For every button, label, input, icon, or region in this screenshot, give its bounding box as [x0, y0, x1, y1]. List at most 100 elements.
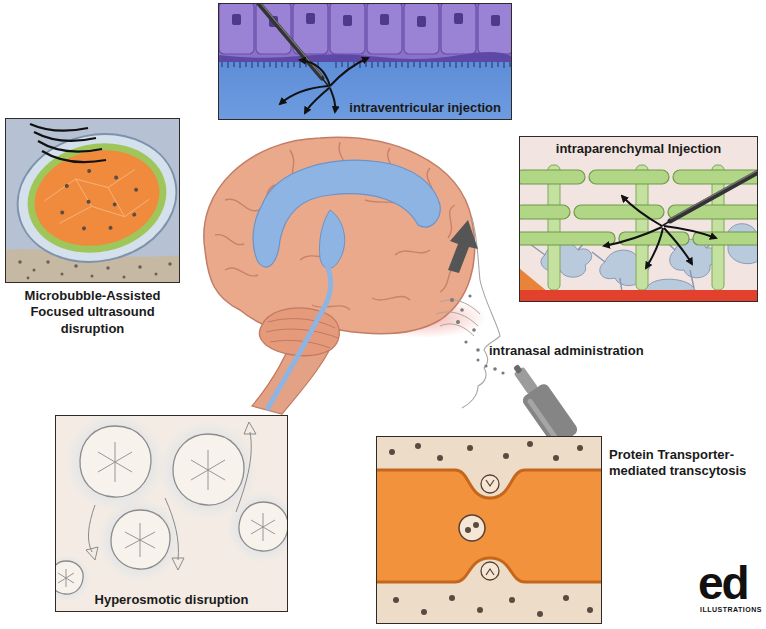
brain-illustration — [476, 348, 480, 352]
parenchyma-art — [519, 290, 758, 302]
brain-illustration — [513, 364, 523, 374]
parenchyma-art — [589, 170, 669, 184]
transcytosis-art — [415, 443, 421, 449]
ultrasound-art — [123, 276, 126, 279]
transcytosis-art — [527, 441, 533, 447]
ultrasound-art — [57, 194, 152, 230]
ultrasound-art — [106, 266, 109, 269]
brain-illustration — [450, 294, 505, 374]
brain-illustration — [477, 359, 480, 362]
hyperosmotic-art — [98, 442, 132, 482]
parenchyma-art — [646, 228, 663, 268]
ultrasound-art — [41, 167, 137, 201]
ventricle-wall-art — [330, 58, 368, 86]
ventricle-wall-art — [218, 3, 512, 120]
parenchyma-art — [604, 227, 662, 246]
ultrasound-art — [91, 275, 94, 278]
parenchyma-art — [574, 205, 664, 219]
brain-illustration — [472, 328, 476, 332]
ultrasound-art — [82, 226, 87, 231]
transcytosis-art — [481, 562, 499, 580]
ultrasound-art — [18, 260, 22, 264]
ventricle-wall-art — [441, 3, 476, 54]
hyperosmotic-art — [80, 426, 151, 497]
parenchyma-art — [604, 196, 716, 268]
transcytosis-art — [477, 607, 483, 613]
parenchyma-art — [519, 136, 758, 302]
brain-illustration — [456, 320, 460, 324]
illustration-panel: intraventricular injection — [218, 3, 512, 120]
transcytosis-art — [376, 470, 602, 582]
brain-illustration — [395, 250, 430, 255]
brain-illustration — [204, 137, 475, 336]
hyperosmotic-art — [125, 523, 155, 557]
brain-illustration — [312, 305, 350, 310]
illustration-panel: intraparenchymal Injection — [519, 136, 758, 302]
transcytosis-art — [437, 455, 443, 461]
ultrasound-art — [33, 269, 36, 272]
transcytosis-art — [587, 607, 593, 613]
ultrasound-art — [108, 225, 113, 230]
parenchyma-art — [670, 168, 758, 219]
brain-illustration — [319, 210, 344, 268]
transcytosis-art — [537, 611, 543, 617]
hyperosmotic-art — [58, 442, 275, 587]
ultrasound-art — [27, 277, 30, 280]
brain-illustration — [436, 300, 480, 336]
parenchyma-art — [519, 170, 758, 245]
ultrasound-art — [30, 124, 88, 131]
ultrasound-art — [34, 132, 96, 141]
transcytosis-art — [376, 436, 602, 624]
ultrasound-art — [134, 187, 139, 192]
route-label: intranasal administration — [489, 344, 644, 357]
transcytosis-art — [503, 453, 509, 459]
ventricle-wall-art — [306, 13, 315, 24]
ventricle-wall-art — [219, 3, 254, 54]
transcytosis-art — [486, 569, 494, 575]
hyperosmotic-art — [251, 513, 275, 541]
brain-illustration — [268, 319, 335, 328]
parenchyma-art — [519, 170, 585, 184]
ventricle-wall-art — [478, 3, 512, 54]
transcytosis-art — [389, 441, 593, 617]
ultrasound-art — [87, 169, 92, 174]
transcytosis-art — [421, 609, 427, 615]
hyperosmotic-art — [55, 426, 288, 594]
ultrasound-art — [30, 124, 106, 162]
logo-text: ILLUSTRATIONS — [700, 606, 762, 613]
ultrasound-art — [61, 273, 64, 276]
transcytosis-art — [449, 595, 455, 601]
hyperosmotic-art — [55, 415, 288, 612]
brain-illustration — [468, 294, 471, 297]
illustration-panel: Protein Transporter-mediated transcytosi… — [376, 436, 602, 624]
hyperosmotic-art — [244, 422, 256, 434]
hyperosmotic-art — [86, 547, 98, 560]
ultrasound-art — [168, 262, 171, 265]
parenchyma-art — [664, 226, 716, 238]
hyperosmotic-art — [58, 569, 74, 587]
hyperosmotic-art — [98, 498, 182, 582]
ventricle-wall-art — [454, 13, 463, 24]
ventricle-wall-art — [256, 3, 291, 54]
ventricle-wall-art — [380, 14, 389, 25]
brain-illustration — [215, 235, 244, 245]
hyperosmotic-art — [173, 434, 244, 505]
transcytosis-art — [486, 480, 494, 486]
brain-illustration — [372, 296, 410, 300]
ventricle-wall-art — [218, 3, 512, 59]
panel-label: Protein Transporter-mediated transcytosi… — [609, 447, 757, 480]
ultrasound-art — [17, 131, 176, 266]
panel-label: intraventricular injection — [349, 100, 501, 116]
ultrasound-art — [138, 265, 142, 269]
brain-illustration — [493, 367, 497, 371]
transcytosis-art — [509, 597, 515, 603]
ventricle-wall-art — [218, 52, 512, 62]
ultrasound-art — [42, 151, 106, 162]
ultrasound-art — [132, 212, 137, 217]
brain-illustration — [225, 268, 258, 276]
ultrasound-art — [114, 175, 119, 180]
hyperosmotic-art — [55, 554, 90, 602]
ventricle-wall-art — [305, 88, 329, 113]
transcytosis-art — [465, 527, 471, 533]
